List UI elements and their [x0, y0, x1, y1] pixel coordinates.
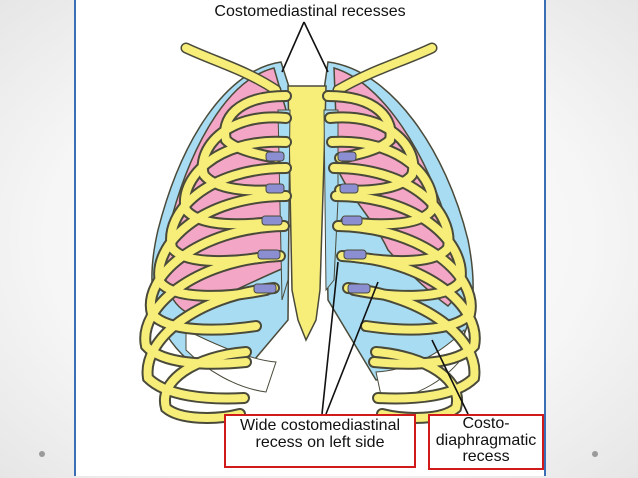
costal-cartilages [253, 151, 371, 294]
costo-label-line-2: diaphragmatic [435, 431, 537, 449]
pointer-lines [281, 21, 469, 415]
costodiaphragmatic-recess-label: Costo- diaphragmatic recess [430, 415, 542, 466]
right-ribs [139, 90, 292, 424]
wide-costomediastinal-recess-label: Wide costomediastinal recess on left sid… [226, 417, 414, 451]
thorax-illustration [139, 21, 481, 424]
costo-label-line-1: Costo- [462, 415, 510, 432]
wide-recess-highlight-box [224, 414, 416, 468]
diagram-panel: Costomediastinal recesses Wide costomedi… [74, 0, 546, 476]
slide-dot-right [592, 451, 598, 457]
costodiaphragmatic-highlight-box [428, 414, 544, 470]
sternum [287, 85, 327, 342]
wide-label-line-1: Wide costomediastinal [239, 417, 401, 434]
slide-dot-left [39, 451, 45, 457]
costo-label-line-3: recess [462, 448, 510, 465]
wide-label-line-2: recess on left side [255, 434, 385, 451]
costomediastinal-recesses-label: Costomediastinal recesses [214, 3, 406, 20]
